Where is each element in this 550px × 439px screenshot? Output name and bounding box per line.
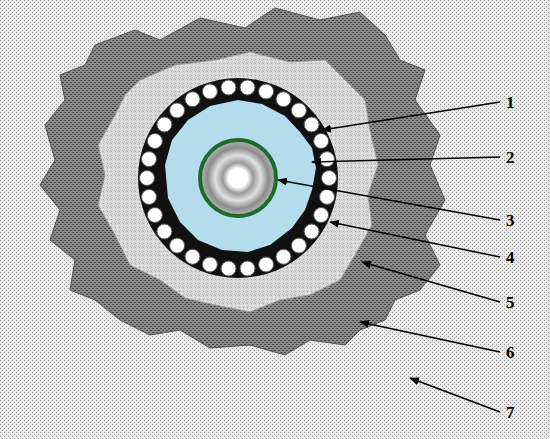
armour-bead [240, 261, 255, 276]
armour-bead [170, 103, 185, 118]
callout-number: 1 [504, 93, 517, 112]
callout-number: 3 [504, 211, 517, 230]
armour-bead [322, 171, 337, 186]
callout-number: 2 [504, 148, 517, 167]
armour-bead [320, 152, 335, 167]
armour-bead [276, 249, 291, 264]
armour-bead [221, 261, 236, 276]
armour-bead [202, 257, 217, 272]
armour-bead [157, 117, 172, 132]
armour-bead [304, 117, 319, 132]
callout-number: 7 [504, 403, 517, 422]
armour-bead [202, 84, 217, 99]
leader-line [362, 262, 500, 302]
leader-line [360, 322, 500, 352]
insulation-fill [165, 100, 316, 252]
leader-line [322, 102, 500, 130]
armour-bead [276, 92, 291, 107]
leader-lines [278, 102, 500, 412]
armour-bead [142, 189, 157, 204]
armour-bead [140, 171, 155, 186]
armour-bead [240, 80, 255, 95]
armour-bead [142, 152, 157, 167]
leader-line [330, 222, 500, 257]
armour-bead [147, 134, 162, 149]
pipe-core [200, 140, 276, 216]
armour-bead [259, 257, 274, 272]
armour-bead [185, 92, 200, 107]
armour-bead [291, 238, 306, 253]
armour-beads [140, 80, 337, 276]
callout-number: 5 [504, 293, 517, 312]
leader-line [278, 180, 500, 220]
callout-number: 4 [504, 248, 517, 267]
callout-number: 6 [504, 343, 517, 362]
inner-backfill [98, 52, 378, 312]
armour-bead [291, 103, 306, 118]
armour-bead [259, 84, 274, 99]
armour-ring [138, 78, 338, 278]
armour-bead [185, 249, 200, 264]
armour-bead [320, 189, 335, 204]
outer-backfill [40, 8, 445, 355]
armour-bead [314, 208, 329, 223]
leader-line [410, 378, 500, 412]
pipe-bore [228, 168, 248, 188]
armour-bead [170, 238, 185, 253]
armour-bead [304, 224, 319, 239]
inner-sheath [156, 96, 320, 260]
armour-bead [314, 134, 329, 149]
armour-bead [157, 224, 172, 239]
armour-bead [147, 208, 162, 223]
armour-bead [221, 80, 236, 95]
leader-line [312, 157, 500, 162]
